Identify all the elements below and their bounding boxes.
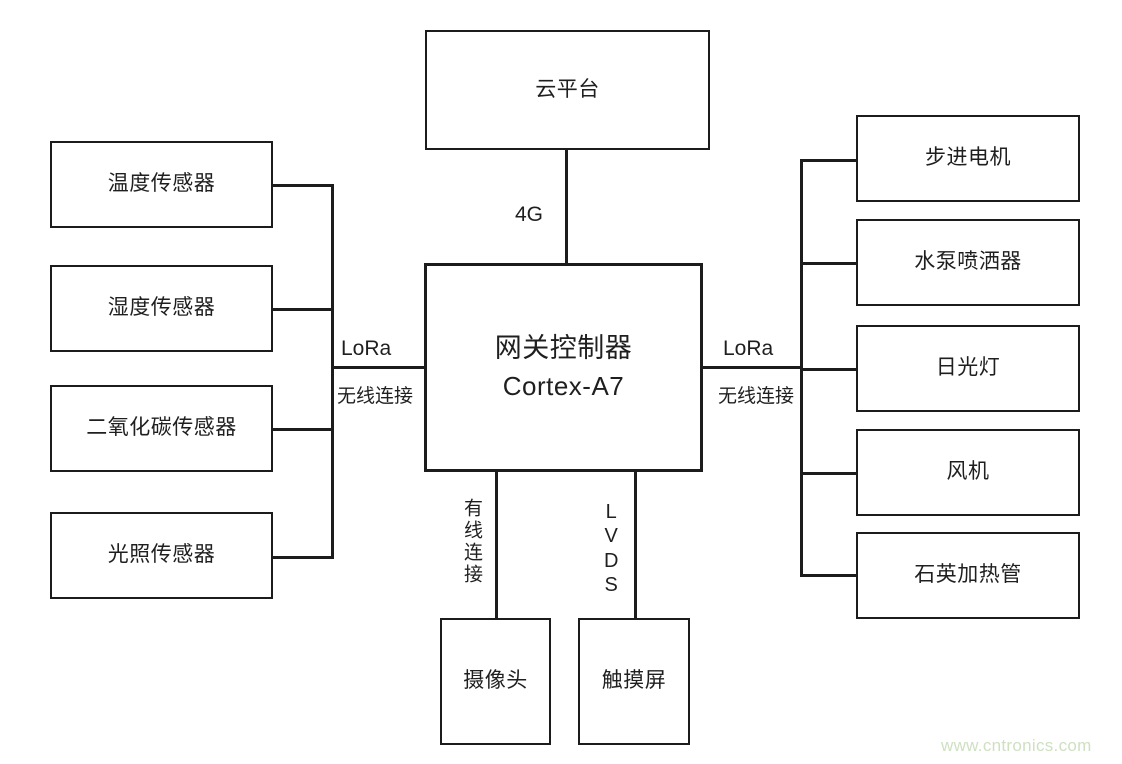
node-actuator-daylight-lamp-label: 日光灯 [935, 356, 1001, 380]
node-gateway-controller-title: 网关控制器 [494, 333, 633, 364]
wire-actuator-fan-stub [800, 472, 858, 475]
node-sensor-light[interactable]: 光照传感器 [50, 512, 273, 599]
node-actuator-quartz-heater-label: 石英加热管 [914, 563, 1022, 587]
node-sensor-co2-label: 二氧化碳传感器 [86, 416, 237, 440]
node-sensor-temperature-label: 温度传感器 [107, 172, 216, 196]
edge-label-actuator-wireless: 无线连接 [718, 386, 795, 407]
edge-label-sensor-wireless: 无线连接 [337, 386, 414, 407]
node-actuator-stepper-motor-label: 步进电机 [925, 146, 1011, 170]
node-peripheral-touchscreen[interactable]: 触摸屏 [578, 618, 690, 745]
lvds-letter-l: L [605, 501, 617, 523]
node-cloud-platform[interactable]: 云平台 [425, 30, 710, 150]
node-gateway-controller-subtitle: Cortex-A7 [502, 371, 625, 402]
lvds-letter-v: V [604, 525, 618, 548]
wire-actuator-daylight-lamp-stub [800, 368, 858, 371]
node-sensor-light-label: 光照传感器 [107, 543, 216, 567]
wire-actuator-stepper-motor-stub [800, 159, 858, 162]
wire-sensor-bus-trunk [331, 184, 334, 559]
wire-gateway-to-camera [495, 471, 498, 620]
node-actuator-daylight-lamp[interactable]: 日光灯 [856, 325, 1080, 412]
node-sensor-humidity[interactable]: 湿度传感器 [50, 265, 273, 352]
wire-gateway-to-actuator-bus [702, 366, 802, 369]
node-gateway-controller[interactable]: 网关控制器 Cortex-A7 [424, 263, 703, 472]
node-peripheral-touchscreen-label: 触摸屏 [601, 669, 667, 693]
edge-label-actuator-lora: LoRa [723, 337, 774, 360]
wire-sensor-bus-to-gateway [331, 366, 426, 369]
edge-label-touchscreen-lvds: L V D S [604, 500, 618, 598]
node-peripheral-camera[interactable]: 摄像头 [440, 618, 551, 745]
wire-cloud-to-gateway [565, 150, 568, 265]
edge-label-4g: 4G [514, 203, 543, 226]
node-actuator-quartz-heater[interactable]: 石英加热管 [856, 532, 1080, 619]
node-actuator-water-pump[interactable]: 水泵喷洒器 [856, 219, 1080, 306]
node-gateway-controller-label: 网关控制器 Cortex-A7 [495, 329, 633, 406]
node-sensor-temperature[interactable]: 温度传感器 [50, 141, 273, 228]
wire-actuator-water-pump-stub [800, 262, 858, 265]
node-actuator-fan-label: 风机 [946, 460, 990, 484]
node-actuator-stepper-motor[interactable]: 步进电机 [856, 115, 1080, 202]
node-peripheral-camera-label: 摄像头 [463, 669, 528, 693]
edge-label-sensor-lora: LoRa [341, 337, 392, 360]
wire-sensor-humidity-stub [273, 308, 334, 311]
wire-gateway-to-touchscreen [634, 471, 637, 620]
lvds-letter-d: D [604, 549, 619, 572]
site-watermark: www.cntronics.com [941, 736, 1092, 755]
node-actuator-fan[interactable]: 风机 [856, 429, 1080, 516]
node-sensor-humidity-label: 湿度传感器 [107, 296, 216, 320]
node-actuator-water-pump-label: 水泵喷洒器 [914, 250, 1022, 274]
node-cloud-platform-label: 云平台 [535, 77, 600, 101]
wire-sensor-temperature-stub [273, 184, 334, 187]
edge-label-camera-wired: 有线连接 [461, 498, 482, 586]
wire-sensor-light-stub [273, 556, 334, 559]
node-sensor-co2[interactable]: 二氧化碳传感器 [50, 385, 273, 472]
wire-actuator-quartz-heater-stub [800, 574, 858, 577]
wire-sensor-co2-stub [273, 428, 334, 431]
lvds-letter-s: S [604, 574, 618, 597]
